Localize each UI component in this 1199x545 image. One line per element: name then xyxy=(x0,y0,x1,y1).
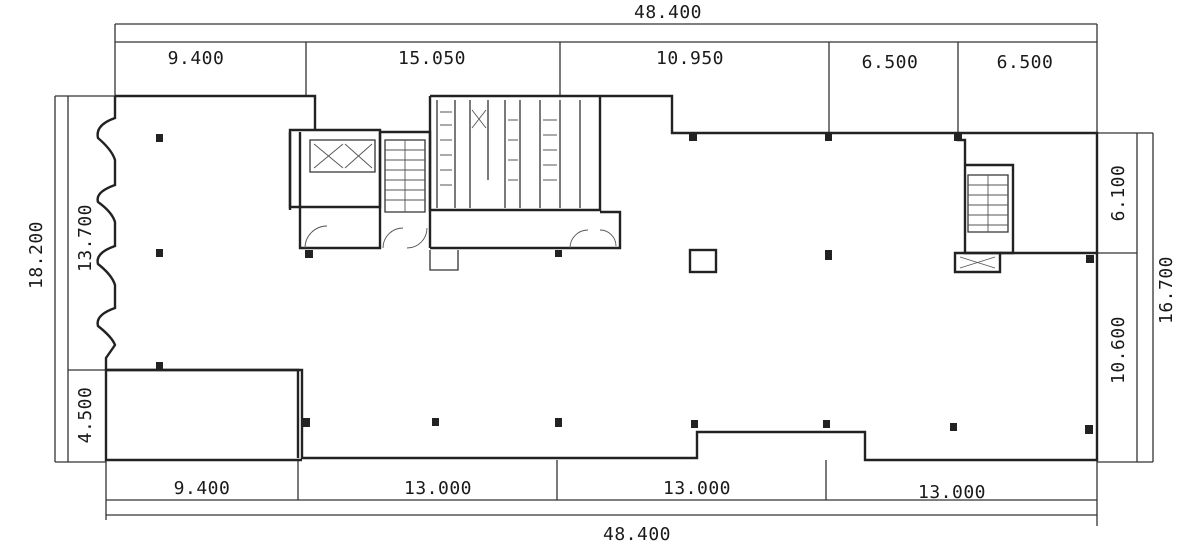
left-bay-wall xyxy=(96,96,117,370)
top-segment-2: 15.050 xyxy=(398,48,466,69)
right-stair-core xyxy=(953,133,1097,274)
top-segment-5: 6.500 xyxy=(997,52,1054,73)
left-dimensions: 18.200 13.700 4.500 xyxy=(26,95,115,463)
top-segment-3: 10.950 xyxy=(656,48,724,69)
top-total-dimension: 48.400 xyxy=(114,2,1098,250)
top-segment-1: 9.400 xyxy=(168,48,225,69)
bottom-segment-1: 9.400 xyxy=(174,478,231,499)
left-lower-label: 4.500 xyxy=(75,387,96,444)
right-upper-label: 6.100 xyxy=(1108,165,1129,222)
bottom-segment-dimensions: 9.400 13.000 13.000 13.000 xyxy=(105,460,1098,526)
right-lower-label: 10.600 xyxy=(1108,316,1129,384)
left-inner-label: 13.700 xyxy=(75,204,96,272)
bottom-segment-2: 13.000 xyxy=(404,478,472,499)
left-outer-label: 18.200 xyxy=(26,221,47,289)
top-total-label: 48.400 xyxy=(634,2,702,23)
building-outline xyxy=(104,94,1099,462)
central-stair xyxy=(385,140,425,212)
top-segment-4: 6.500 xyxy=(862,52,919,73)
bottom-total-label: 48.400 xyxy=(603,524,671,545)
bottom-segment-3: 13.000 xyxy=(663,478,731,499)
lower-left-room xyxy=(106,368,300,458)
right-dimensions: 6.100 10.600 16.700 xyxy=(1097,132,1177,463)
right-outer-label: 16.700 xyxy=(1156,256,1177,324)
top-segment-dimensions: 9.400 15.050 10.950 6.500 6.500 xyxy=(115,41,1097,135)
central-core xyxy=(288,96,622,271)
bottom-segment-4: 13.000 xyxy=(918,482,986,503)
bottom-total-dimension: 48.400 xyxy=(105,506,1097,545)
columns xyxy=(156,133,1094,434)
shaft xyxy=(688,248,718,274)
